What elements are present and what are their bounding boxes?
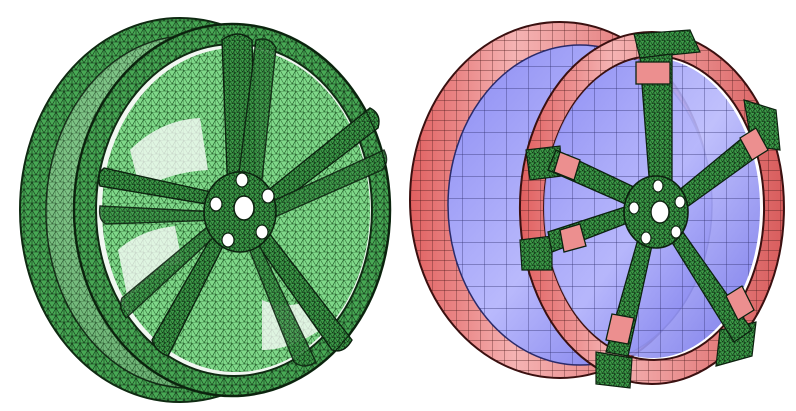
right-lug-holes: [628, 179, 686, 245]
left-rim-lip: [73, 23, 391, 397]
left-inner-barrel-white-gaps: [118, 118, 320, 350]
left-wheel-tet-mesh: [19, 17, 392, 403]
right-wheel-hybrid-mesh: [409, 21, 785, 389]
left-spokes: [97, 33, 388, 367]
left-lug-holes: [209, 172, 275, 248]
left-hub-bore: [233, 195, 255, 221]
right-hub-bore: [650, 200, 670, 224]
right-spokes: [547, 53, 769, 357]
